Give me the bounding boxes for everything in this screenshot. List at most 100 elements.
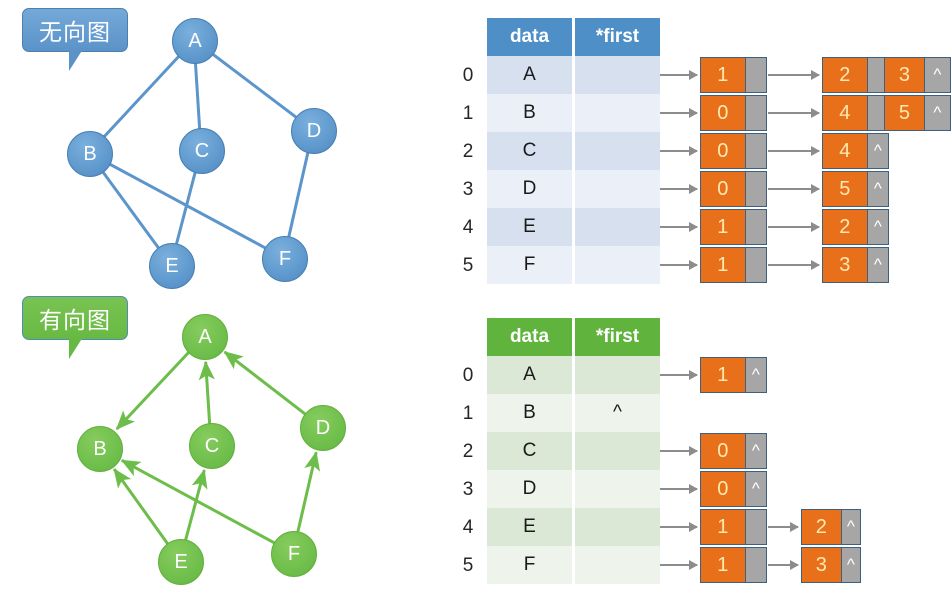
list-node[interactable]: 1 <box>700 57 767 93</box>
cell-data: F <box>487 246 572 284</box>
graph-node-d[interactable]: D <box>300 405 346 451</box>
list-node-value: 1 <box>701 548 745 582</box>
list-node-next-pointer: ^ <box>840 548 860 582</box>
graph-node-f[interactable]: F <box>271 531 317 577</box>
graph-edge <box>296 451 321 534</box>
graph-node-label: F <box>278 247 292 270</box>
list-node-value: 1 <box>701 58 745 92</box>
graph-node-label: A <box>188 29 202 52</box>
graph-edge <box>115 349 192 431</box>
list-node[interactable]: 3^ <box>801 547 861 583</box>
list-node-next-pointer <box>744 248 766 282</box>
row-index: 4 <box>462 517 474 538</box>
next-pointer-arrow <box>768 108 820 118</box>
list-node-value: 1 <box>701 248 745 282</box>
graph-node-d[interactable]: D <box>291 108 337 154</box>
cell-first-pointer <box>575 356 660 394</box>
list-node[interactable]: 4^ <box>822 133 889 169</box>
list-node[interactable]: 1^ <box>700 357 767 393</box>
list-node[interactable]: 2^ <box>822 209 889 245</box>
next-pointer-arrow <box>768 260 820 270</box>
graph-node-e[interactable]: E <box>158 539 204 585</box>
graph-node-b[interactable]: B <box>77 426 123 472</box>
table-row[interactable]: B <box>487 94 660 132</box>
list-node[interactable]: 3^ <box>884 57 951 93</box>
graph-edge <box>120 459 277 545</box>
table-row[interactable]: E <box>487 208 660 246</box>
cell-data: D <box>487 170 572 208</box>
graph-node-e[interactable]: E <box>149 243 195 289</box>
list-node-next-pointer: ^ <box>866 134 888 168</box>
table-header-row: data*first <box>487 318 660 356</box>
pointer-arrow <box>660 146 698 156</box>
graph-node-c[interactable]: C <box>179 128 225 174</box>
pointer-arrow <box>660 484 698 494</box>
table-row[interactable]: D <box>487 170 660 208</box>
graph-node-a[interactable]: A <box>182 314 228 360</box>
list-node[interactable]: 0^ <box>700 433 767 469</box>
list-node[interactable]: 1 <box>700 209 767 245</box>
list-node-next-pointer: ^ <box>923 96 950 130</box>
pointer-arrow <box>660 222 698 232</box>
pointer-arrow <box>660 184 698 194</box>
pointer-arrow <box>660 108 698 118</box>
list-node[interactable]: 1 <box>700 547 767 583</box>
table-row[interactable]: C <box>487 132 660 170</box>
list-node[interactable]: 2 <box>822 57 889 93</box>
undirected-graph-label: 无向图 <box>22 8 128 71</box>
graph-node-a[interactable]: A <box>172 18 218 64</box>
list-node-value: 2 <box>823 58 867 92</box>
list-node-next-pointer <box>866 96 888 130</box>
table-row[interactable]: F <box>487 546 660 584</box>
cell-data: B <box>487 94 572 132</box>
list-node[interactable]: 0 <box>700 171 767 207</box>
cell-first-pointer <box>575 432 660 470</box>
list-node[interactable]: 1 <box>700 509 767 545</box>
list-node[interactable]: 1 <box>700 247 767 283</box>
list-node-value: 1 <box>701 358 745 392</box>
graph-node-label: D <box>315 416 331 439</box>
list-node[interactable]: 5^ <box>822 171 889 207</box>
next-pointer-arrow <box>768 222 820 232</box>
graph-edge <box>99 168 161 250</box>
list-node-next-pointer <box>744 96 766 130</box>
next-pointer-arrow <box>768 522 799 532</box>
table-row[interactable]: F <box>487 246 660 284</box>
list-node-next-pointer: ^ <box>923 58 950 92</box>
list-node-next-pointer <box>744 172 766 206</box>
graph-node-label: C <box>204 434 220 457</box>
graph-node-b[interactable]: B <box>67 131 113 177</box>
graph-edge <box>101 53 182 140</box>
row-index: 3 <box>462 179 474 200</box>
graph-node-c[interactable]: C <box>189 423 235 469</box>
cell-data: A <box>487 56 572 94</box>
row-index: 1 <box>462 403 474 424</box>
graph-edge <box>174 168 198 247</box>
graph-node-label: E <box>174 550 188 573</box>
list-node[interactable]: 0 <box>700 133 767 169</box>
list-node[interactable]: 0^ <box>700 471 767 507</box>
row-index: 4 <box>462 217 474 238</box>
list-node[interactable]: 2^ <box>801 509 861 545</box>
table-row[interactable]: A <box>487 56 660 94</box>
table-row[interactable]: C <box>487 432 660 470</box>
table-row[interactable]: B^ <box>487 394 660 432</box>
list-node-next-pointer <box>744 510 766 544</box>
list-node[interactable]: 0 <box>700 95 767 131</box>
graph-node-f[interactable]: F <box>262 236 308 282</box>
list-node[interactable]: 5^ <box>884 95 951 131</box>
directed-graph-label: 有向图 <box>22 296 128 359</box>
cell-first-pointer <box>575 546 660 584</box>
list-node[interactable]: 3^ <box>822 247 889 283</box>
table-row[interactable]: A <box>487 356 660 394</box>
graph-node-label: A <box>198 325 212 348</box>
table-row[interactable]: D <box>487 470 660 508</box>
cell-data: A <box>487 356 572 394</box>
list-node-next-pointer <box>744 210 766 244</box>
cell-data: E <box>487 508 572 546</box>
table-row[interactable]: E <box>487 508 660 546</box>
cell-first-pointer <box>575 470 660 508</box>
list-node[interactable]: 4 <box>822 95 889 131</box>
